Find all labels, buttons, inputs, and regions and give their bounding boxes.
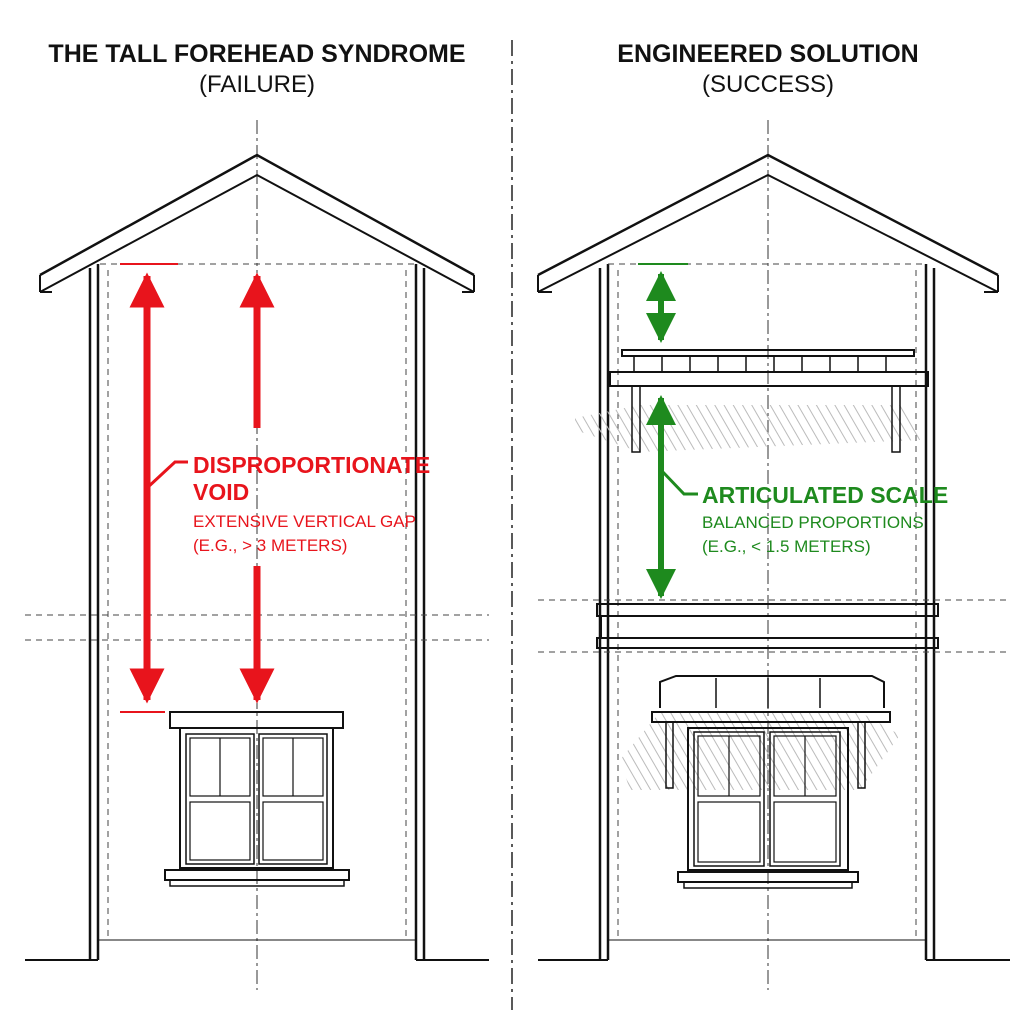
failure-callout-detail-line1: EXTENSIVE VERTICAL GAP — [193, 512, 416, 531]
success-dimension — [638, 263, 698, 599]
left-subtitle: (FAILURE) — [199, 71, 315, 98]
left-panel: THE TALL FOREHEAD SYNDROME (FAILURE) — [25, 40, 489, 990]
right-subtitle: (SUCCESS) — [702, 71, 834, 98]
failure-callout: DISPROPORTIONATE VOID EXTENSIVE VERTICAL… — [193, 452, 430, 555]
success-callout-title: ARTICULATED SCALE — [702, 482, 948, 508]
left-window — [164, 711, 350, 887]
failure-dimension — [120, 263, 275, 713]
failure-callout-title-line2: VOID — [193, 479, 249, 505]
right-title: ENGINEERED SOLUTION — [617, 40, 918, 68]
right-window — [677, 727, 859, 889]
success-callout-detail-line1: BALANCED PROPORTIONS — [702, 513, 924, 532]
right-panel: ENGINEERED SOLUTION (SUCCESS) — [537, 40, 1010, 990]
left-house — [25, 120, 489, 990]
failure-callout-detail-line2: (E.G., > 3 METERS) — [193, 536, 347, 555]
success-callout-detail-line2: (E.G., < 1.5 METERS) — [702, 537, 871, 556]
belt-course — [596, 603, 939, 649]
left-title: THE TALL FOREHEAD SYNDROME — [48, 40, 465, 68]
success-callout: ARTICULATED SCALE BALANCED PROPORTIONS (… — [702, 482, 948, 556]
pergola — [575, 349, 929, 453]
failure-callout-title-line1: DISPROPORTIONATE — [193, 452, 430, 478]
